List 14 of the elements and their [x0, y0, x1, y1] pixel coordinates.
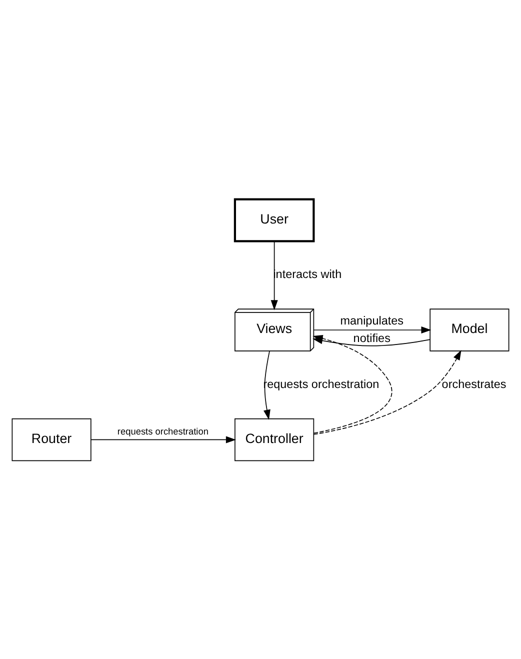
arrow	[264, 350, 270, 420]
edge-label: interacts with	[273, 268, 342, 281]
edge-label: notifies	[353, 331, 390, 344]
edge-label: orchestrates	[442, 377, 506, 390]
edge-label: requests orchestration	[117, 426, 208, 436]
arrow	[270, 240, 278, 310]
node-box: User	[234, 198, 315, 242]
node-box: Router	[12, 418, 92, 461]
arrow	[90, 436, 236, 443]
node-box: Controller	[234, 418, 314, 461]
node-box: Model	[430, 308, 510, 351]
edge-label: manipulates	[340, 314, 404, 327]
arrow	[313, 326, 432, 334]
arrow	[313, 350, 462, 434]
